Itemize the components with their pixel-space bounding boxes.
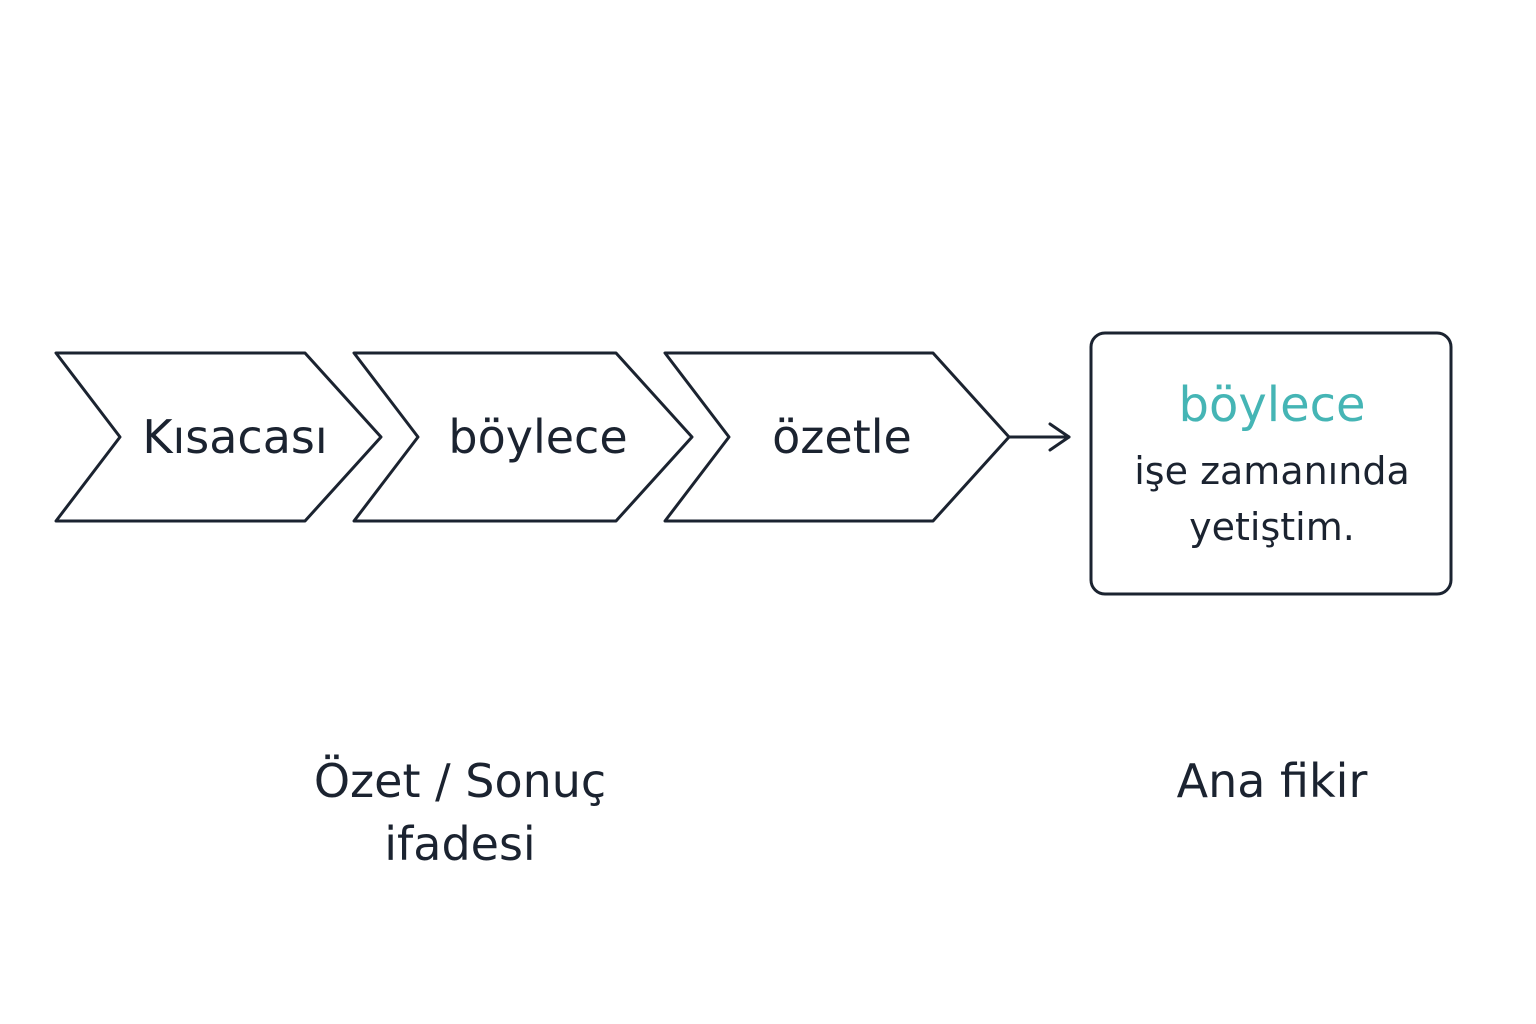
caption-summary-line-1: Özet / Sonuç (314, 754, 606, 808)
caption-summary-line-2: ifadesi (384, 817, 535, 871)
chevron-step-1: Kısacası (54, 351, 383, 523)
chevron-label-2: böylece (448, 410, 627, 464)
result-sentence-line-2: yetiştim. (1189, 505, 1355, 549)
caption-main-idea: Ana fikir (1177, 754, 1368, 808)
result-sentence-line-1: işe zamanında (1134, 449, 1409, 493)
chevron-step-2: böylece (352, 351, 694, 523)
chevron-step-3: özetle (663, 351, 1011, 523)
result-box-frame (1089, 331, 1453, 596)
result-box: böylece işe zamanında yetiştim. (1089, 331, 1453, 596)
chevron-shape-1 (54, 351, 383, 523)
chevron-label-1: Kısacası (142, 410, 327, 464)
chevron-shape-2 (352, 351, 694, 523)
chevron-label-3: özetle (772, 410, 912, 464)
result-highlight-word: böylece (1178, 377, 1365, 433)
arrow-right-icon (1007, 422, 1071, 452)
chevron-shape-3 (663, 351, 1011, 523)
